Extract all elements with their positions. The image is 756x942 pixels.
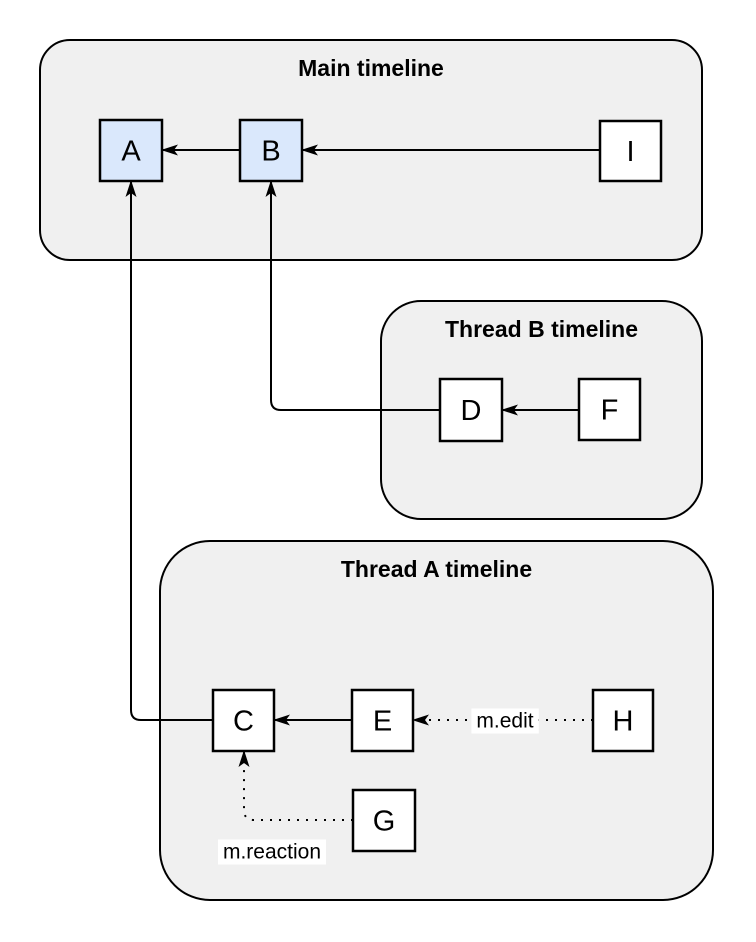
edge-g-to-c: m.reaction <box>217 750 353 865</box>
container-thread-b-timeline-title: Thread B timeline <box>445 316 638 342</box>
container-main-timeline-title: Main timeline <box>298 55 444 81</box>
edge-h-to-e: m.edit <box>412 708 593 734</box>
node-G: G <box>351 788 417 853</box>
node-A-box <box>98 118 164 183</box>
node-D: D <box>438 377 504 443</box>
node-G-label: G <box>373 806 396 838</box>
edge-label-g-to-c: m.reaction <box>223 841 321 864</box>
node-F: F <box>577 377 642 442</box>
node-F-label: F <box>601 395 619 427</box>
node-B: B <box>238 118 304 183</box>
edge-d-to-b <box>265 180 440 411</box>
node-E: E <box>350 688 415 753</box>
node-H: H <box>591 688 655 753</box>
node-D-box <box>438 377 504 443</box>
edge-g-to-c-line <box>238 750 353 821</box>
node-B-box <box>238 118 304 183</box>
node-H-box <box>591 688 655 753</box>
node-A-label: A <box>121 136 141 168</box>
node-E-label: E <box>373 706 392 738</box>
node-D-label: D <box>461 395 482 427</box>
node-A: A <box>98 118 164 183</box>
node-H-label: H <box>613 706 634 738</box>
edge-label-bg-g-to-c <box>217 839 327 865</box>
node-B-label: B <box>261 136 280 168</box>
node-C-box <box>211 688 276 753</box>
node-E-box <box>350 688 415 753</box>
edge-label-h-to-e: m.edit <box>476 710 533 733</box>
edge-label-bg-h-to-e <box>471 708 539 734</box>
node-I-label: I <box>626 136 634 168</box>
edge-c-to-a <box>125 180 213 721</box>
node-I: I <box>598 119 663 183</box>
node-G-box <box>351 788 417 853</box>
container-thread-a-timeline-title: Thread A timeline <box>341 556 532 582</box>
node-C: C <box>211 688 276 753</box>
node-C-label: C <box>233 706 254 738</box>
edge-c-to-a-line <box>125 180 213 721</box>
node-I-box <box>598 119 663 183</box>
edge-d-to-b-line <box>265 180 440 411</box>
node-F-box <box>577 377 642 442</box>
